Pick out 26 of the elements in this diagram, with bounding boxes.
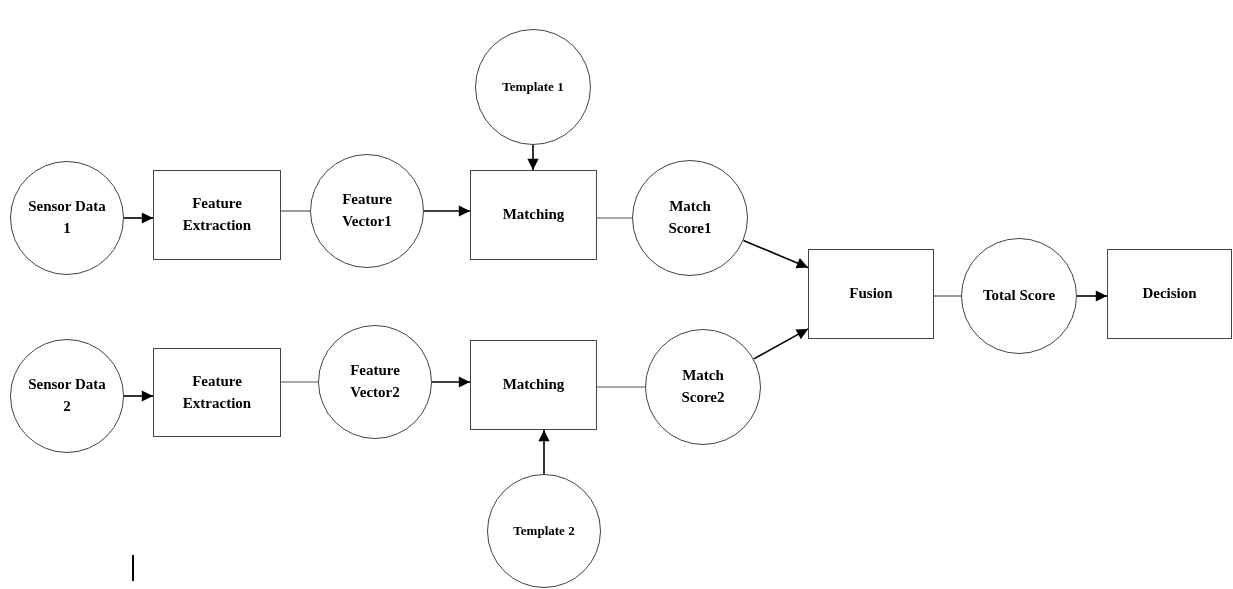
node-label: Template 1 [502,77,564,96]
connector-line [280,210,311,212]
process-box [470,170,597,260]
node-label: Match Score2 [680,366,726,407]
connector-line [280,381,319,383]
node-label: Matching [502,205,565,225]
process-box [470,340,597,430]
node-label: Sensor Data 2 [27,375,107,416]
node-label: Feature Vector1 [341,190,393,231]
node-label: Feature Extraction [181,194,253,235]
process-box [808,249,934,339]
node-label: Sensor Data 1 [27,197,107,238]
node-label: Fusion [849,284,893,304]
connector-line [596,386,646,388]
process-box [153,170,281,260]
connector-line [596,217,633,219]
node-label: Decision [1142,284,1197,304]
node-label: Template 2 [513,521,575,540]
node-label: Feature Vector2 [349,361,401,402]
node-label: Total Score [982,286,1056,306]
connector-line [933,295,962,297]
node-label: Feature Extraction [181,371,253,413]
node-label: Matching [502,375,565,395]
process-box [1107,249,1232,339]
node-label: Match Score1 [667,197,713,238]
process-box [153,348,281,437]
